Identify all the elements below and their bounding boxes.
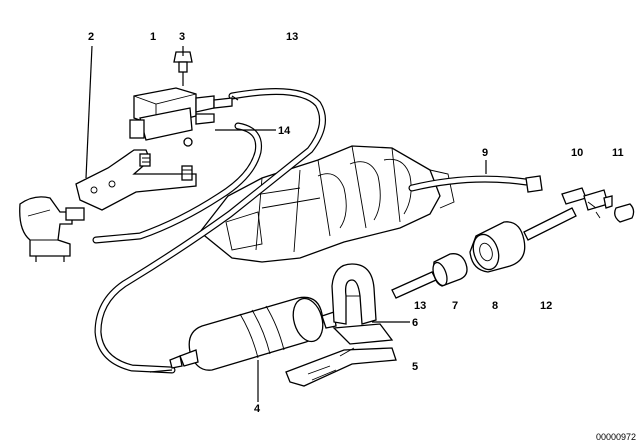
fuel-filter: [169, 296, 337, 371]
intake-manifold: [199, 145, 455, 263]
leader-lines: [85, 45, 487, 402]
pressure-sensor: [19, 196, 85, 262]
callout-13-mid: 13: [414, 300, 426, 312]
callout-6: 6: [412, 317, 418, 329]
callout-14: 14: [278, 125, 291, 137]
callout-4: 4: [254, 403, 261, 415]
callout-12: 12: [540, 300, 552, 312]
bracket-plate: [285, 323, 397, 387]
vacuum-hose-lines: [92, 88, 530, 374]
callout-7: 7: [452, 300, 458, 312]
callout-1: 1: [150, 31, 156, 43]
callout-labels: 1 2 3 13 14 9 10 11 13 7 8 12 6 5 4: [88, 31, 624, 415]
callout-8: 8: [492, 300, 498, 312]
callout-3: 3: [179, 31, 185, 43]
rubber-holder: [331, 263, 377, 325]
hose-connectors: [525, 175, 635, 223]
solenoid-valve: [129, 51, 233, 147]
mounting-bracket: [75, 149, 197, 211]
callout-10: 10: [571, 147, 583, 159]
callout-2: 2: [88, 31, 94, 43]
callout-11: 11: [612, 147, 624, 159]
callout-13-top: 13: [286, 31, 298, 43]
callout-9: 9: [482, 147, 488, 159]
document-id: 00000972: [596, 432, 636, 442]
fuel-damper-parts: [391, 207, 577, 299]
callout-5: 5: [412, 361, 418, 373]
